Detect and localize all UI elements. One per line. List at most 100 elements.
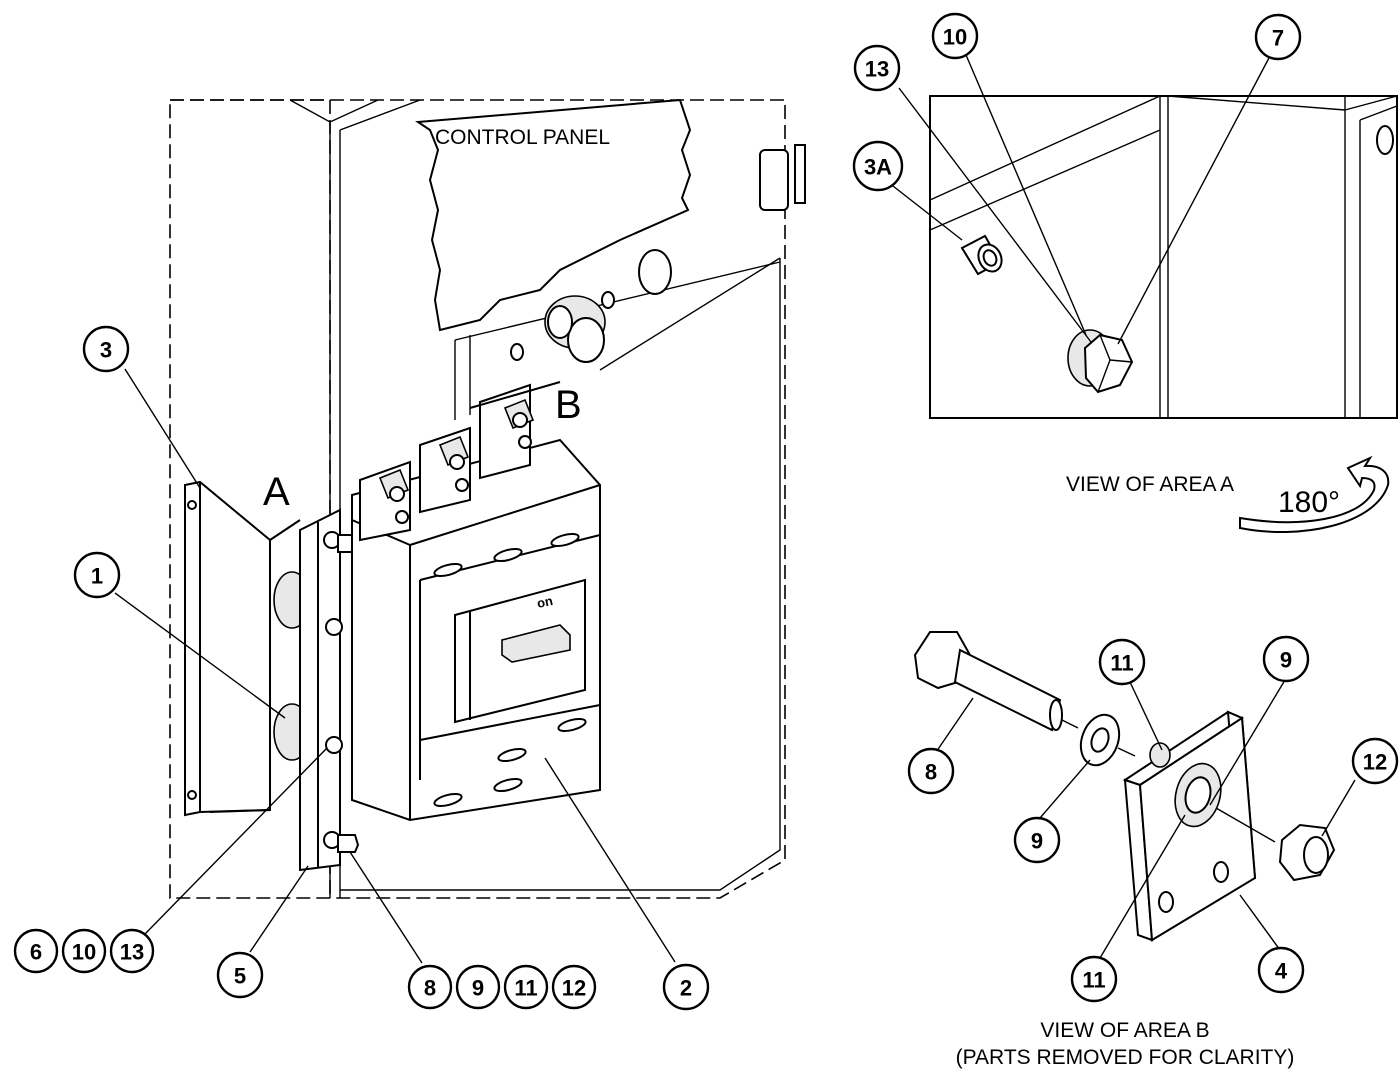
control-panel-plate xyxy=(415,98,692,332)
callout-number: 8 xyxy=(424,976,436,1001)
callout-circle xyxy=(551,964,597,1010)
callout-9: 9 xyxy=(455,964,501,1010)
mounting-bracket xyxy=(184,480,271,817)
view-area-b: VIEW OF AREA B (PARTS REMOVED FOR CLARIT… xyxy=(913,631,1356,1069)
callout-11: 11 xyxy=(1098,638,1146,686)
lock-washer xyxy=(1079,713,1121,767)
callout-number: 13 xyxy=(865,57,889,82)
spacer-3a xyxy=(960,234,1003,276)
control-panel-label: CONTROL PANEL xyxy=(435,126,610,149)
callout-3A: 3A xyxy=(852,140,904,192)
callout-circle xyxy=(907,747,955,795)
callout-circle xyxy=(1351,737,1399,785)
callout-group: 3 1 6 10 13 5 8 9 11 12 2 13 10 7 3A 8 11 9 9 12 11 4 xyxy=(13,12,1399,1011)
callout-8: 8 xyxy=(407,964,453,1010)
view-a-bolt xyxy=(1067,329,1134,394)
main-assembly: CONTROL PANEL xyxy=(169,98,806,899)
callout-number: 9 xyxy=(1280,648,1292,673)
callout-11: 11 xyxy=(503,964,549,1010)
callout-circle xyxy=(503,964,549,1010)
breaker-handle xyxy=(501,624,571,663)
callout-number: 2 xyxy=(680,976,692,1001)
callout-7: 7 xyxy=(1254,13,1302,61)
callout-number: 8 xyxy=(925,760,937,785)
hex-nut xyxy=(1278,823,1336,882)
callout-number: 3 xyxy=(100,338,112,363)
callout-number: 12 xyxy=(562,976,586,1001)
callout-circle xyxy=(1262,635,1310,683)
callout-circle xyxy=(73,551,121,599)
callout-circle xyxy=(1098,638,1146,686)
hinge-pin xyxy=(794,144,806,204)
rotation-label: 180° xyxy=(1278,486,1340,519)
callout-6: 6 xyxy=(13,928,59,974)
callout-circle xyxy=(1254,13,1302,61)
callout-number: 4 xyxy=(1275,959,1288,984)
callout-circle xyxy=(407,964,453,1010)
callout-circle xyxy=(1257,946,1305,994)
view-b-subcaption: (PARTS REMOVED FOR CLARITY) xyxy=(956,1046,1295,1069)
rail-bolt-bottom xyxy=(323,831,360,853)
callout-10: 10 xyxy=(61,928,107,974)
callout-number: 12 xyxy=(1363,750,1387,775)
on-label: on xyxy=(536,593,555,611)
din-rail xyxy=(299,508,341,872)
callout-circle xyxy=(662,963,710,1011)
callout-13: 13 xyxy=(853,44,901,92)
callout-circle xyxy=(13,928,59,974)
callout-number: 1 xyxy=(91,564,103,589)
hinge xyxy=(759,149,789,211)
callout-1: 1 xyxy=(73,551,121,599)
callout-number: 6 xyxy=(30,940,42,965)
callout-number: 9 xyxy=(1031,829,1043,854)
callout-circle xyxy=(455,964,501,1010)
callout-number: 10 xyxy=(943,25,967,50)
callout-3: 3 xyxy=(82,325,130,373)
callout-number: 11 xyxy=(1082,968,1105,993)
callout-5: 5 xyxy=(216,951,264,999)
callout-number: 7 xyxy=(1272,26,1284,51)
callout-circle xyxy=(1070,955,1118,1003)
bus-plate xyxy=(1122,710,1257,942)
callout-circle xyxy=(852,140,904,192)
callout-number: 9 xyxy=(472,976,484,1001)
enclosure-outline xyxy=(169,99,786,899)
callout-10: 10 xyxy=(931,12,979,60)
rotation-arrow xyxy=(1239,455,1390,534)
callout-2: 2 xyxy=(662,963,710,1011)
push-button xyxy=(567,317,605,363)
callout-13: 13 xyxy=(109,928,155,974)
callout-circle xyxy=(931,12,979,60)
hex-bolt xyxy=(913,631,1063,732)
rail-bolt-lower xyxy=(325,736,343,754)
callout-circle xyxy=(1013,816,1061,864)
area-a-letter: A xyxy=(263,470,290,514)
callout-number: 13 xyxy=(120,940,144,965)
callout-11: 11 xyxy=(1070,955,1118,1003)
view-b-caption: VIEW OF AREA B xyxy=(1040,1019,1209,1042)
callout-circle xyxy=(82,325,130,373)
callout-number: 10 xyxy=(72,940,96,965)
callout-circle xyxy=(109,928,155,974)
callout-9: 9 xyxy=(1013,816,1061,864)
view-area-a: VIEW OF AREA A 180° xyxy=(892,54,1398,534)
door-hole xyxy=(638,249,672,295)
callout-number: 5 xyxy=(234,964,246,989)
callout-8: 8 xyxy=(907,747,955,795)
callout-number: 11 xyxy=(1110,651,1133,676)
view-a-caption: VIEW OF AREA A xyxy=(1066,473,1234,496)
breaker-terminals xyxy=(359,381,561,542)
area-b-letter: B xyxy=(555,383,582,427)
callout-12: 12 xyxy=(1351,737,1399,785)
rail-bolt-mid xyxy=(325,618,343,636)
view-a-frame xyxy=(929,95,1398,419)
callout-circle xyxy=(216,951,264,999)
leader-lines-main xyxy=(114,368,676,964)
callout-circle xyxy=(853,44,901,92)
circuit-breaker: on xyxy=(351,438,601,822)
callout-number: 3A xyxy=(864,155,892,180)
callout-12: 12 xyxy=(551,964,597,1010)
callout-circle xyxy=(61,928,107,974)
callout-9: 9 xyxy=(1262,635,1310,683)
